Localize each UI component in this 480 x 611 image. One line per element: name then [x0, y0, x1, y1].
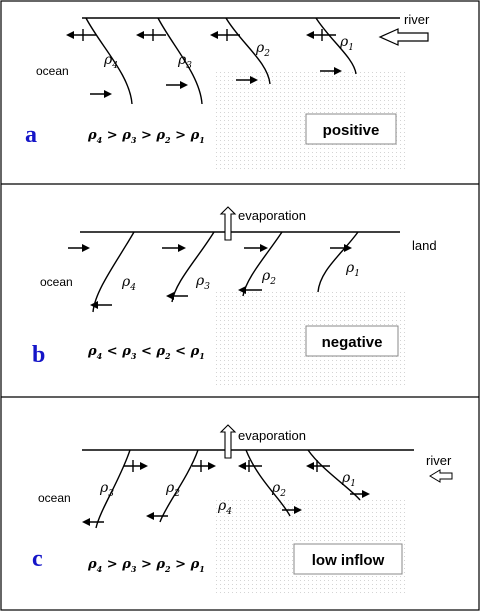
inflow-arrow [166, 81, 188, 89]
density-label: ρ3 [99, 480, 114, 499]
type-label-low-inflow: low inflow [312, 552, 385, 569]
inflow-arrow [350, 490, 370, 498]
river-inflow-arrow [378, 28, 429, 46]
river-inflow-arrow [429, 469, 453, 483]
density-label: ρ1 [341, 470, 356, 489]
type-box-b [305, 325, 399, 357]
density-label: ρ3 [195, 273, 210, 292]
density-relation-c: ρ4 > ρ3 > ρ2 > ρ1 [87, 557, 205, 574]
ocean-label-a: ocean [36, 64, 69, 78]
outflow-arrow [66, 29, 96, 41]
inflow-arrow [124, 460, 148, 472]
river-label-c: river [426, 453, 452, 468]
evaporation-label-b: evaporation [238, 208, 306, 223]
density-label: ρ4 [121, 274, 136, 293]
evaporation-label-c: evaporation [238, 428, 306, 443]
panel-letter-b: b [32, 342, 45, 368]
outflow-arrow [90, 301, 112, 309]
outflow-arrow [166, 292, 188, 300]
density-label: ρ2 [255, 40, 270, 59]
outflow-arrow [136, 29, 166, 41]
outflow-arrow [238, 460, 262, 472]
type-box-a [305, 113, 397, 145]
isopycnal-rho2-c-right [245, 449, 291, 517]
ocean-label-c: ocean [38, 491, 71, 505]
outflow-arrow [210, 29, 240, 41]
isopycnal-rho4-a [85, 17, 133, 105]
river-label-a: river [404, 12, 430, 27]
land-label-b: land [412, 238, 437, 253]
inflow-arrow [244, 244, 268, 252]
evaporation-arrow [219, 206, 237, 241]
panel-c: river evaporation oce [32, 424, 453, 594]
isopycnal-rho1-c [307, 449, 361, 501]
inflow-arrow [330, 244, 352, 252]
outflow-arrow [146, 512, 168, 520]
isopycnal-rho3-a [157, 17, 203, 105]
isopycnal-rho2-b [242, 231, 283, 297]
density-label: ρ3 [177, 52, 192, 71]
panel-a: river ocean ρ4 ρ3 ρ2 [25, 12, 430, 170]
density-label: ρ2 [271, 480, 286, 499]
density-label: ρ2 [165, 480, 180, 499]
panel-letter-a: a [25, 122, 37, 148]
type-label-positive: positive [323, 122, 380, 139]
inflow-arrow [236, 76, 258, 84]
panel-b: land evaporation ocean ρ4 ρ3 ρ2 ρ1 b ρ4 … [32, 206, 437, 388]
density-relation-a: ρ4 > ρ3 > ρ2 > ρ1 [87, 128, 205, 145]
isopycnal-rho2-a [225, 17, 271, 85]
type-box-c [293, 543, 403, 575]
density-label: ρ1 [345, 260, 360, 279]
outflow-arrow [306, 29, 336, 41]
density-relation-b: ρ4 < ρ3 < ρ2 < ρ1 [87, 344, 205, 361]
outflow-arrow [238, 286, 262, 294]
panel-letter-c: c [32, 546, 43, 572]
inflow-arrow [68, 244, 90, 252]
inflow-arrow [162, 244, 186, 252]
type-label-negative: negative [322, 334, 383, 351]
inflow-arrow [282, 506, 302, 514]
density-label: ρ1 [339, 34, 354, 53]
isopycnal-rho1-a [315, 17, 357, 75]
inflow-arrow [320, 67, 342, 75]
density-label: ρ2 [261, 268, 276, 287]
density-label: ρ4 [103, 52, 118, 71]
ocean-label-b: ocean [40, 275, 73, 289]
evaporation-arrow [219, 424, 237, 459]
outflow-arrow [82, 518, 104, 526]
outflow-arrow [306, 460, 330, 472]
inflow-arrow [192, 460, 216, 472]
inflow-arrow [90, 90, 112, 98]
isopycnal-rho4-b [92, 231, 135, 313]
density-label: ρ4 [217, 498, 232, 517]
isopycnal-rho1-b [317, 231, 359, 293]
